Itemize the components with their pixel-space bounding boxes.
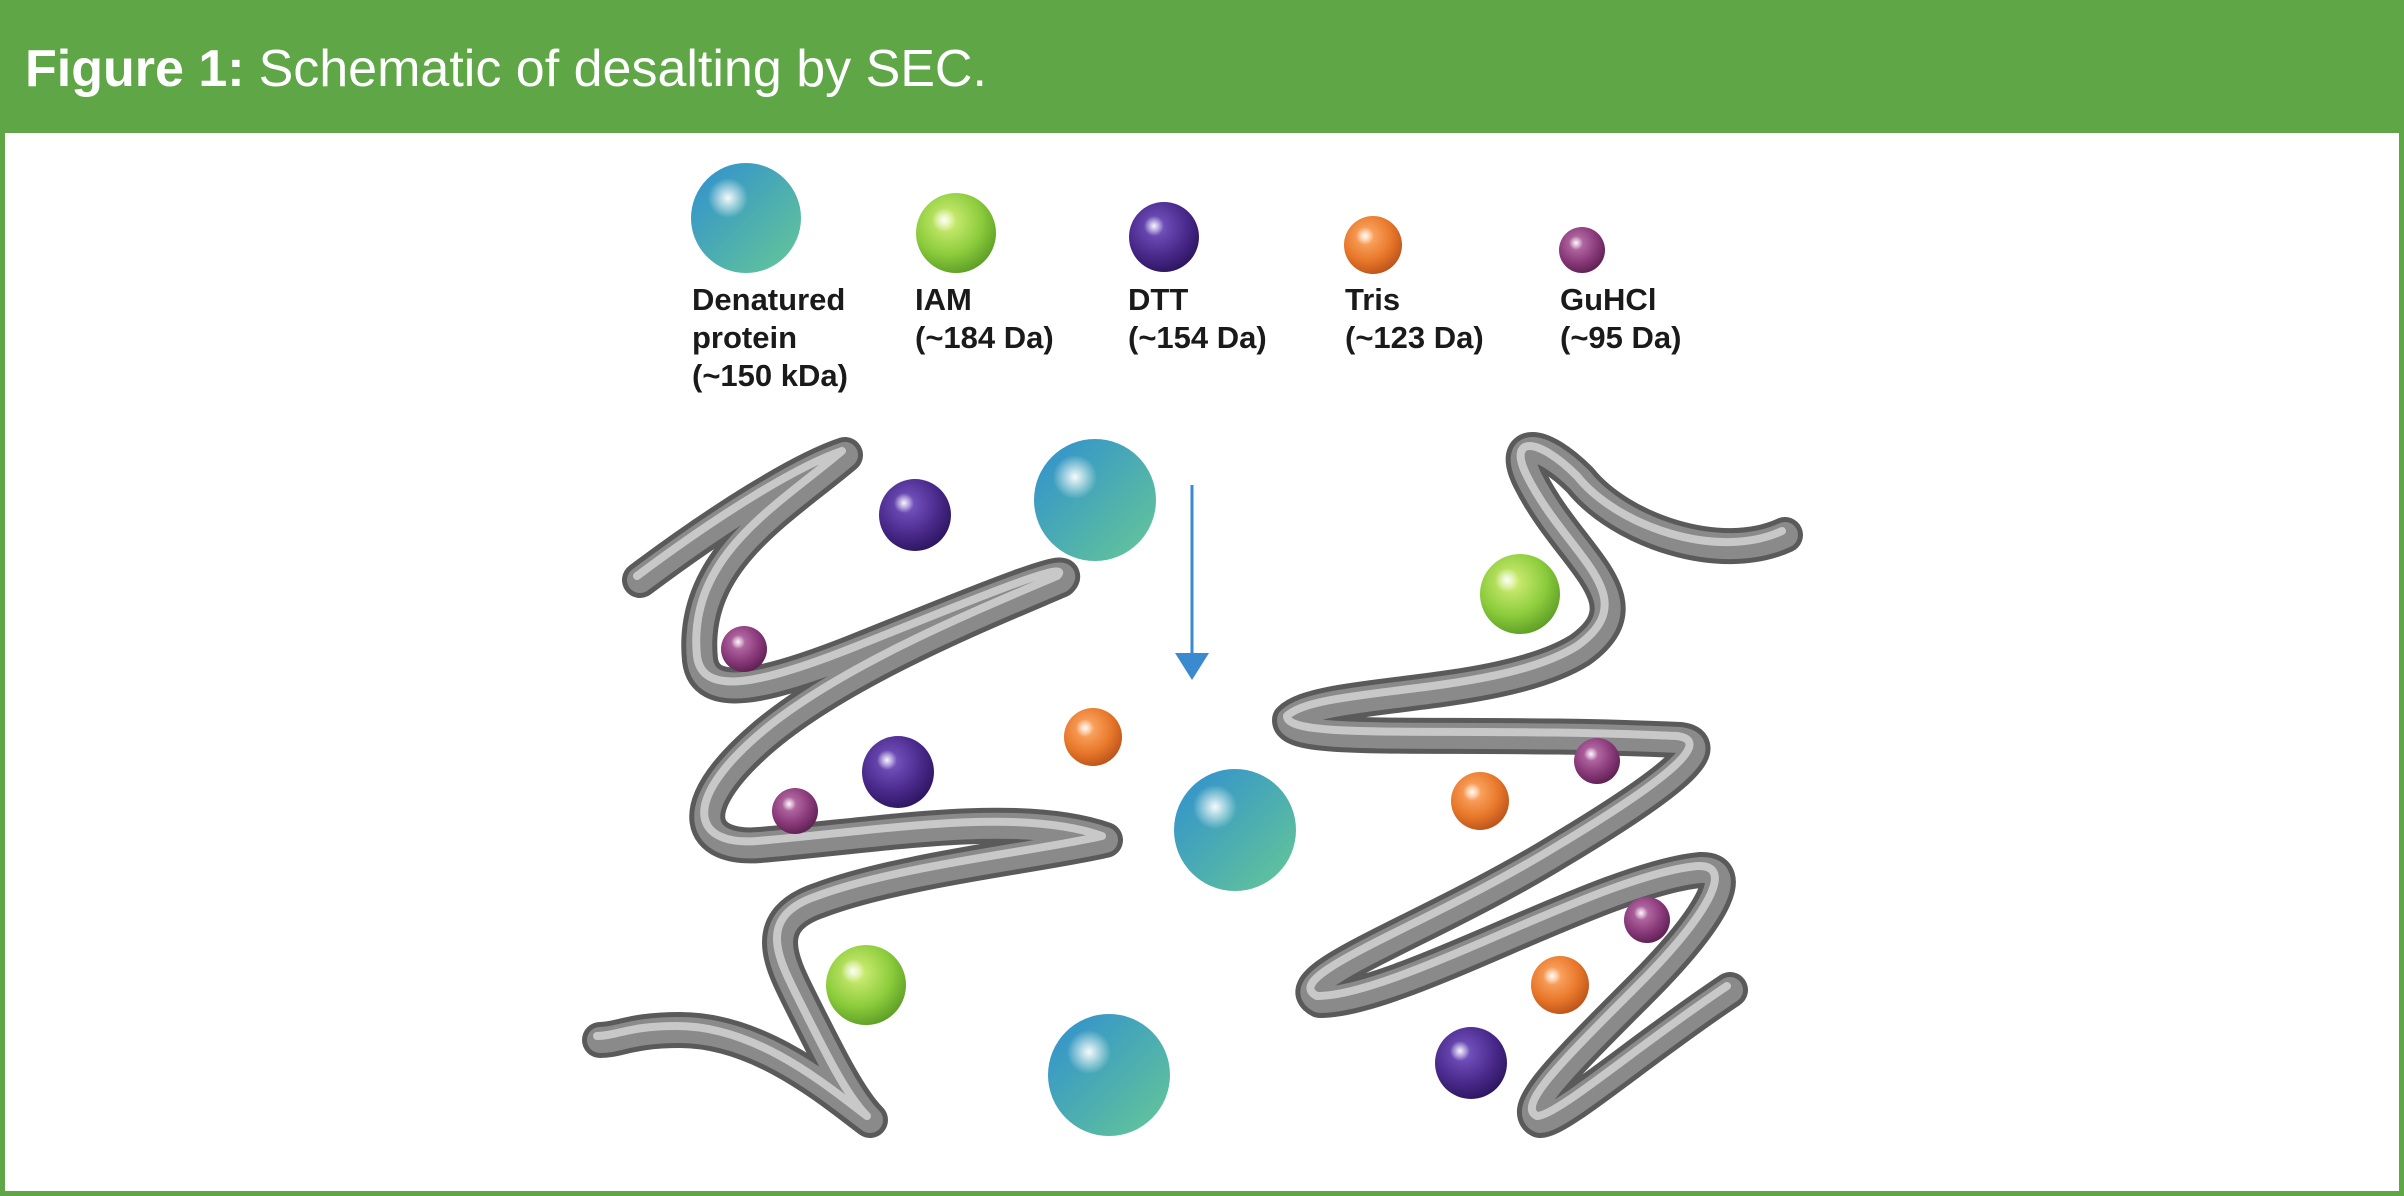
legend-guhcl-name: GuHCl <box>1560 282 1657 317</box>
legend-icons <box>691 163 1605 274</box>
legend-tris-mass: (~123 Da) <box>1345 320 1484 355</box>
bead-strand-right-highlight <box>1283 442 1786 1120</box>
legend-protein-mass: (~150 kDa) <box>692 358 848 393</box>
legend-tris-name: Tris <box>1345 282 1401 317</box>
legend-protein-name2: protein <box>692 320 798 355</box>
legend-dtt-name: DTT <box>1128 282 1189 317</box>
protein-molecule <box>1034 439 1156 561</box>
arrow-down-icon <box>1175 485 1209 680</box>
legend-guhcl-mass: (~95 Da) <box>1560 320 1682 355</box>
tris-molecule <box>1531 956 1589 1014</box>
legend-dtt-icon <box>1129 202 1199 272</box>
legend-protein-name: Denatured <box>692 282 846 317</box>
figure-caption: Schematic of desalting by SEC. <box>258 40 987 98</box>
guhcl-molecule <box>1624 897 1670 943</box>
gel-bead-left <box>582 437 1123 1138</box>
legend-iam-label: IAM (~184 Da) <box>915 281 1054 357</box>
tris-molecule <box>1064 708 1122 766</box>
figure-header: Figure 1: Schematic of desalting by SEC. <box>5 5 2399 133</box>
bead-strand-left-highlight <box>593 447 1106 1120</box>
molecules <box>721 439 1670 1136</box>
legend-protein-icon <box>691 163 801 273</box>
legend-iam-name: IAM <box>915 282 972 317</box>
legend-protein-label: Denatured protein (~150 kDa) <box>692 281 848 395</box>
protein-molecule <box>1174 769 1296 891</box>
figure-label: Figure 1: <box>25 40 245 98</box>
dtt-molecule <box>879 479 951 551</box>
dtt-molecule <box>862 736 934 808</box>
legend-tris-label: Tris (~123 Da) <box>1345 281 1484 357</box>
gel-bead-right <box>1272 432 1803 1138</box>
tris-molecule <box>1451 772 1509 830</box>
iam-molecule <box>1480 554 1560 634</box>
iam-molecule <box>826 945 906 1025</box>
legend-guhcl-icon <box>1559 227 1605 273</box>
legend-dtt-mass: (~154 Da) <box>1128 320 1267 355</box>
legend-tris-icon <box>1344 216 1402 274</box>
guhcl-molecule <box>721 626 767 672</box>
legend-guhcl-label: GuHCl (~95 Da) <box>1560 281 1681 357</box>
legend-iam-icon <box>916 193 996 273</box>
dtt-molecule <box>1435 1027 1507 1099</box>
guhcl-molecule <box>772 788 818 834</box>
legend-iam-mass: (~184 Da) <box>915 320 1054 355</box>
protein-molecule <box>1048 1014 1170 1136</box>
legend-dtt-label: DTT (~154 Da) <box>1128 281 1267 357</box>
guhcl-molecule <box>1574 738 1620 784</box>
